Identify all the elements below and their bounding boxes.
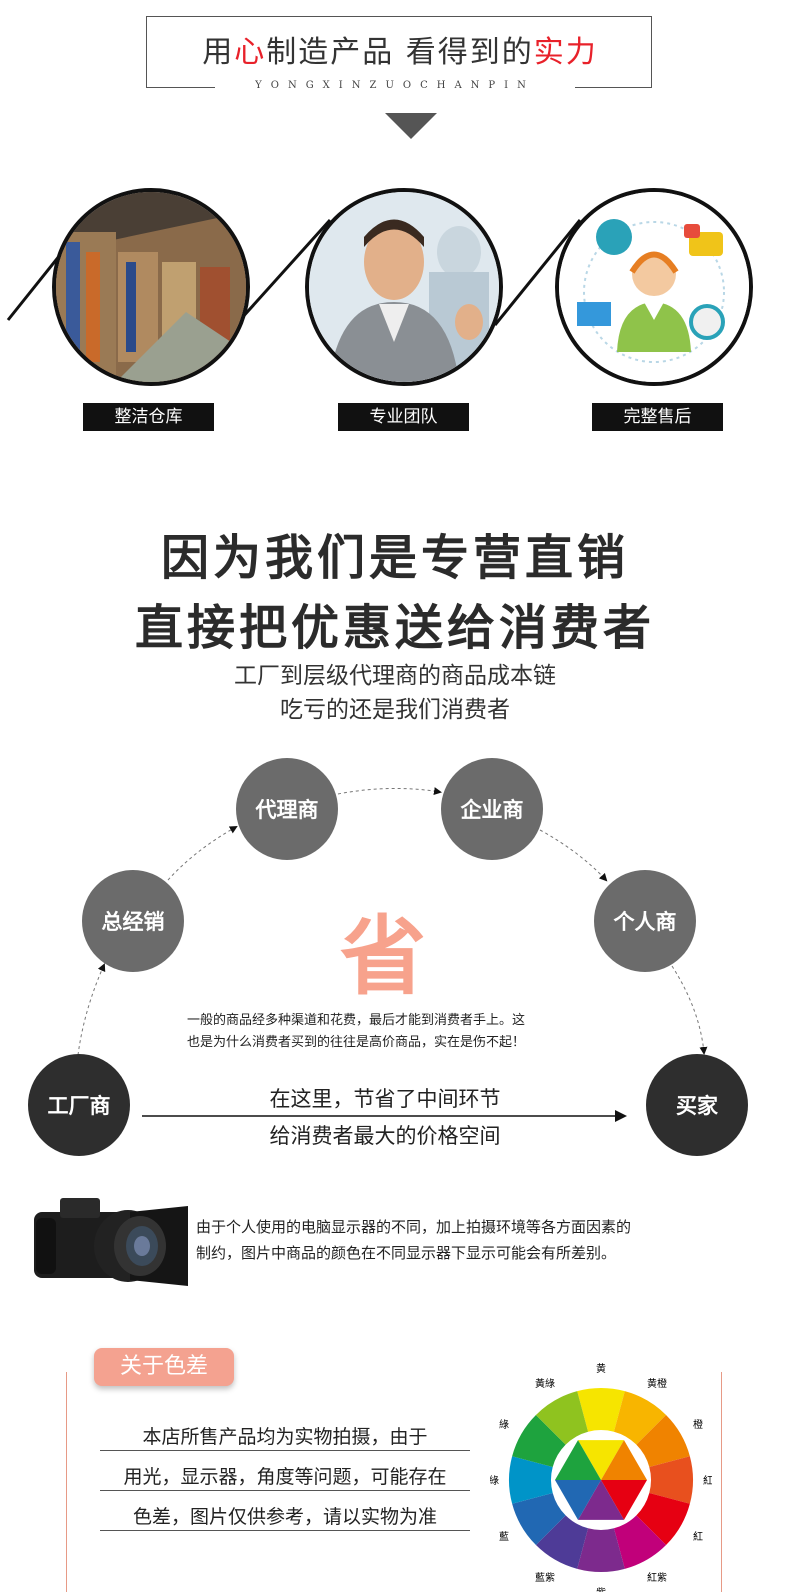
header-title: 用心制造产品 看得到的实力: [202, 35, 598, 70]
feature-label-team: 专业团队: [338, 403, 469, 431]
feature-label-service: 完整售后: [592, 403, 723, 431]
wheel-center-triangle: [555, 1480, 601, 1520]
team-photo: [305, 188, 503, 386]
flow-node-factory: 工厂商: [28, 1054, 130, 1156]
wheel-segment: [509, 1456, 553, 1504]
wheel-label: 紫: [596, 1587, 606, 1592]
wheel-label: 綠: [499, 1419, 509, 1431]
wheel-segment: [577, 1388, 625, 1432]
wheel-segment: [649, 1456, 693, 1504]
wheel-label: 黄: [596, 1362, 606, 1375]
color-diff-line1: 本店所售产品均为实物拍摄，由于: [142, 1426, 428, 1448]
color-diff-title: 关于色差: [94, 1348, 234, 1386]
camera-photo: [30, 1190, 190, 1290]
warehouse-photo: [52, 188, 250, 386]
flow-arrows: [77, 787, 708, 1122]
wheel-center-triangle: [578, 1480, 624, 1520]
header-banner: 用心制造产品 看得到的实力: [146, 16, 652, 88]
wheel-label: 藍: [499, 1530, 509, 1543]
wheel-center-triangle: [555, 1440, 601, 1480]
wheel-center-triangle: [601, 1480, 647, 1520]
color-diff-frame: [66, 1372, 722, 1592]
camera-note-line1: 由于个人使用的电脑显示器的不同，加上拍摄环境等各方面因素的: [196, 1218, 632, 1236]
wheel-center-triangle: [601, 1440, 647, 1480]
flow-node-individual: 个人商: [594, 870, 696, 972]
wheel-segment: [512, 1414, 566, 1468]
wheel-segment: [535, 1515, 589, 1569]
wheel-label: 黄橙: [647, 1377, 667, 1390]
wheel-label: 紅紫: [647, 1572, 667, 1584]
underline: [100, 1530, 470, 1531]
subhead-line1: 工厂到层级代理商的商品成本链: [234, 663, 556, 689]
wheel-segment: [512, 1492, 566, 1546]
down-triangle-icon: [385, 113, 437, 139]
flow-node-enterprise: 企业商: [441, 758, 543, 860]
wheel-label: 黃綠: [535, 1377, 555, 1390]
flow-node-general: 总经销: [82, 870, 184, 972]
header-subtitle: YONGXINZUOCHANPIN: [215, 80, 575, 91]
wheel-label: 藍綠: [490, 1474, 499, 1487]
wheel-label: 藍紫: [535, 1571, 555, 1584]
wheel-label: 紅橙: [703, 1474, 712, 1487]
wheel-segment: [613, 1391, 667, 1445]
camera-note-line2: 制约，图片中商品的颜色在不同显示器下显示可能会有所差别。: [196, 1244, 617, 1262]
arrow-label-line2: 给消费者最大的价格空间: [269, 1124, 501, 1148]
headline-line1: 因为我们是专营直销: [160, 530, 629, 586]
wheel-center-triangle: [578, 1440, 624, 1480]
wheel-label: 橙: [693, 1418, 703, 1431]
customer-service-icon: [555, 188, 753, 386]
flow-desc-line1: 一般的商品经多种渠道和花费，最后才能到消费者手上。这: [187, 1013, 526, 1028]
wheel-segment: [636, 1414, 690, 1468]
wheel-label: 紅: [693, 1531, 703, 1543]
underline: [100, 1490, 470, 1491]
flow-node-agent: 代理商: [236, 758, 338, 860]
color-diff-line2: 用光，显示器，角度等问题，可能存在: [123, 1466, 447, 1488]
feature-label-warehouse: 整洁仓库: [83, 403, 214, 431]
underline: [100, 1450, 470, 1451]
color-wheel: 黄黄橙橙紅橙紅紅紫紫 藍紫 藍 藍綠 綠 黃綠: [490, 1362, 712, 1592]
subhead-line2: 吃亏的还是我们消费者: [280, 697, 510, 723]
wheel-segment: [535, 1391, 589, 1445]
color-diff-line3: 色差，图片仅供参考，请以实物为准: [132, 1506, 437, 1528]
save-character: 省: [340, 907, 426, 1007]
flow-desc-line2: 也是为什么消费者买到的往往是高价商品，实在是伤不起！: [187, 1035, 526, 1050]
wheel-segment: [636, 1492, 690, 1546]
flow-node-buyer: 买家: [646, 1054, 748, 1156]
wheel-segment: [577, 1528, 625, 1572]
wheel-segment: [613, 1515, 667, 1569]
arrow-label-line1: 在这里，节省了中间环节: [269, 1087, 501, 1111]
headline-line2: 直接把优惠送给消费者: [134, 600, 655, 656]
